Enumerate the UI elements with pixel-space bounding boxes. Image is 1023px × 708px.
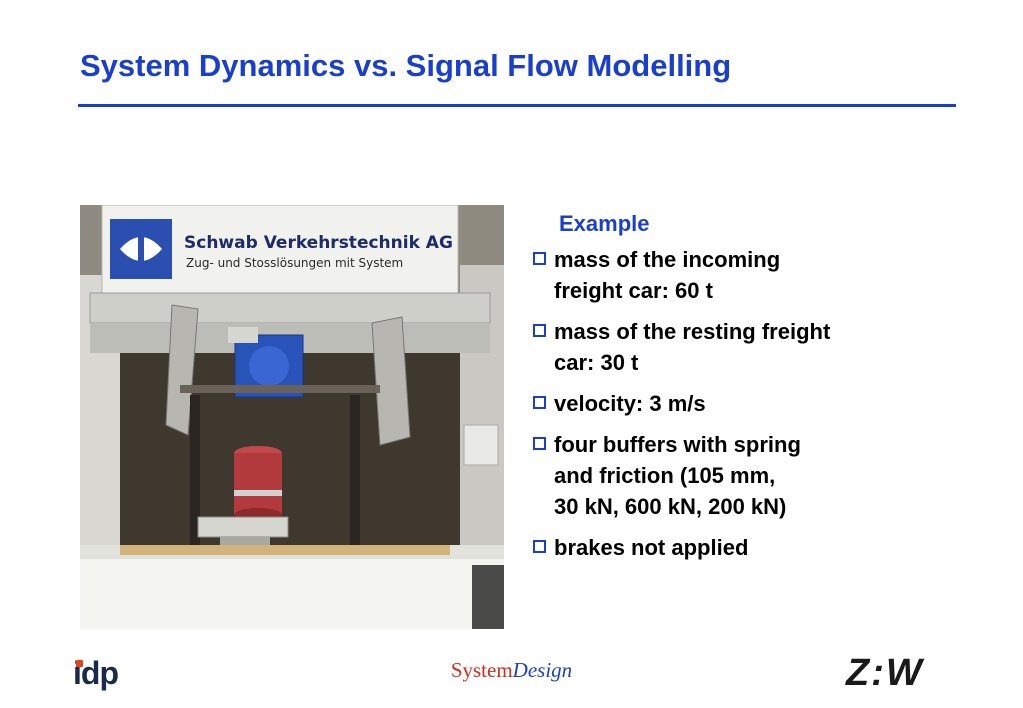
banner-line1: Schwab Verkehrstechnik AG <box>184 233 453 253</box>
bullet-text: velocity: 3 m/s <box>554 391 706 416</box>
bullet-text: mass of the incoming freight car: 60 t <box>554 247 781 303</box>
bullet-list: mass of the incoming freight car: 60 t m… <box>533 244 953 563</box>
square-bullet-icon <box>533 437 546 450</box>
list-item: brakes not applied <box>533 532 953 563</box>
example-panel: Example mass of the incoming freight car… <box>533 210 953 573</box>
test-rig-photo: Schwab Verkehrstechnik AG Zug- und Stoss… <box>80 205 504 629</box>
list-item: velocity: 3 m/s <box>533 388 953 419</box>
ziw-logo: Z:W <box>846 652 924 694</box>
list-item: mass of the resting freight car: 30 t <box>533 316 953 378</box>
square-bullet-icon <box>533 324 546 337</box>
title-underline <box>78 104 956 107</box>
bullet-text: mass of the resting freight car: 30 t <box>554 319 831 375</box>
list-item: four buffers with spring and friction (1… <box>533 429 953 522</box>
page-title: System Dynamics vs. Signal Flow Modellin… <box>80 48 732 83</box>
photo-drawing: Schwab Verkehrstechnik AG Zug- und Stoss… <box>80 205 504 629</box>
banner-line2: Zug- und Stosslösungen mit System <box>186 256 403 270</box>
square-bullet-icon <box>533 396 546 409</box>
idp-logo-dot <box>76 660 83 667</box>
system-design-part1: System <box>450 658 513 682</box>
list-item: mass of the incoming freight car: 60 t <box>533 244 953 306</box>
bullet-text: four buffers with spring and friction (1… <box>554 432 801 519</box>
system-design-part2: Design <box>512 658 573 682</box>
example-heading: Example <box>559 211 650 236</box>
bullet-text: brakes not applied <box>554 535 749 560</box>
square-bullet-icon <box>533 540 546 553</box>
square-bullet-icon <box>533 252 546 265</box>
system-design-logo: SystemDesign <box>0 658 1023 683</box>
